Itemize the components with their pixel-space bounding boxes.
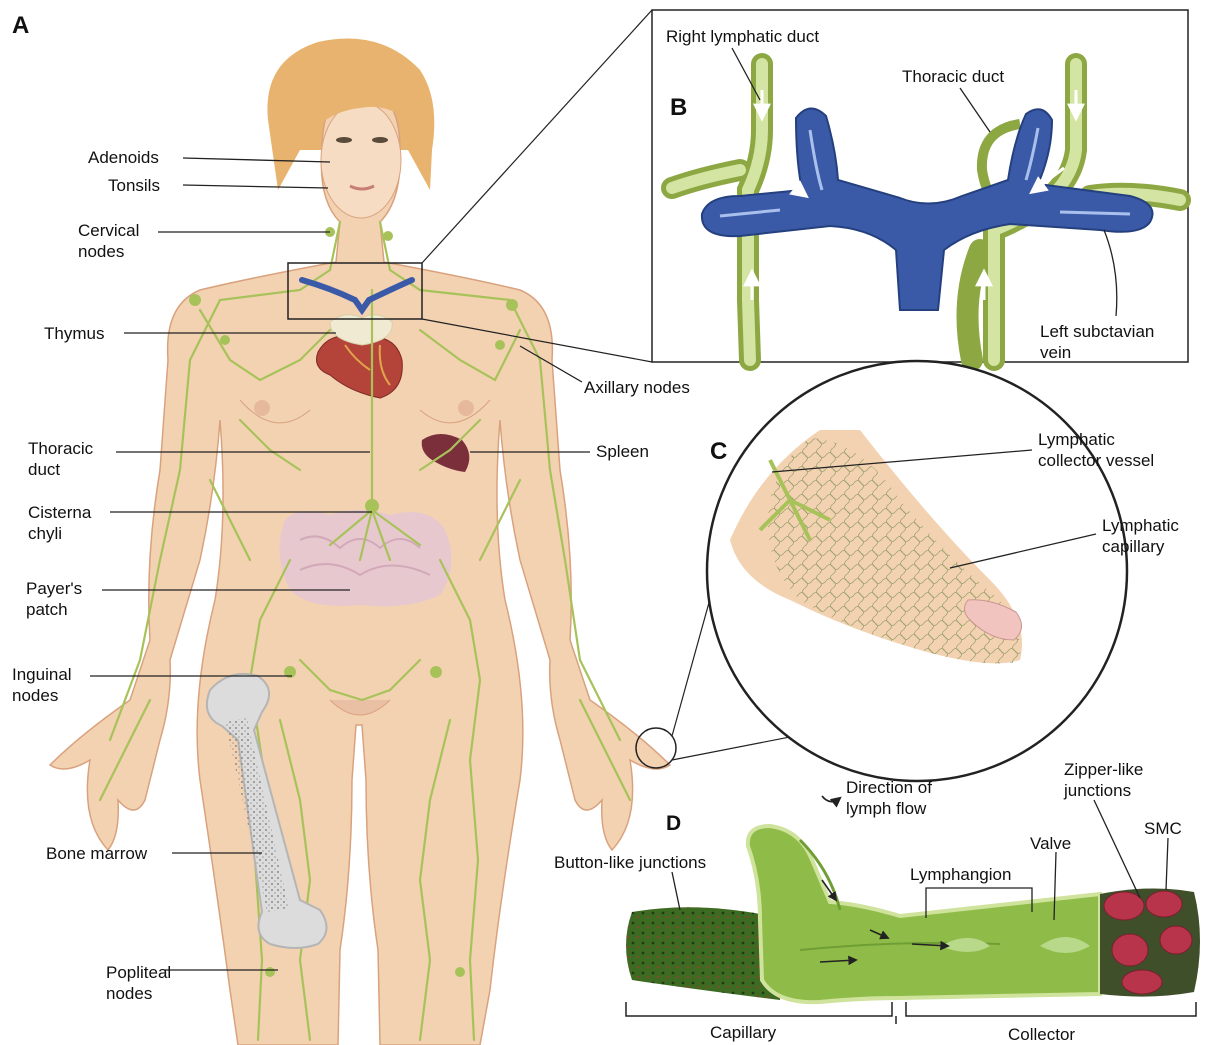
label-tonsils: Tonsils — [108, 175, 160, 196]
panel-label-c: C — [710, 438, 727, 466]
label-button-junctions: Button-like junctions — [554, 852, 706, 873]
label-spleen: Spleen — [596, 441, 649, 462]
panel-label-d: D — [666, 812, 681, 836]
panel-c — [707, 361, 1127, 781]
label-lymphangion: Lymphangion — [910, 864, 1011, 885]
intestines — [280, 510, 452, 606]
label-valve: Valve — [1030, 833, 1071, 854]
panel-d — [626, 796, 1200, 1024]
label-capillary-d: Capillary — [710, 1022, 776, 1043]
label-right-lymphatic-duct: Right lymphatic duct — [666, 26, 819, 47]
face — [321, 102, 401, 218]
label-axillary-nodes: Axillary nodes — [584, 377, 690, 398]
label-smc: SMC — [1144, 818, 1182, 839]
label-collector-d: Collector — [1008, 1024, 1075, 1045]
label-bone-marrow: Bone marrow — [46, 843, 147, 864]
label-thymus: Thymus — [44, 323, 104, 344]
panel-b — [652, 10, 1188, 362]
label-adenoids: Adenoids — [88, 147, 159, 168]
panel-label-a: A — [12, 12, 29, 40]
label-thoracic-duct-b: Thoracic duct — [902, 66, 1004, 87]
panel-label-b: B — [670, 94, 687, 122]
flow-direction-icon — [822, 796, 840, 802]
